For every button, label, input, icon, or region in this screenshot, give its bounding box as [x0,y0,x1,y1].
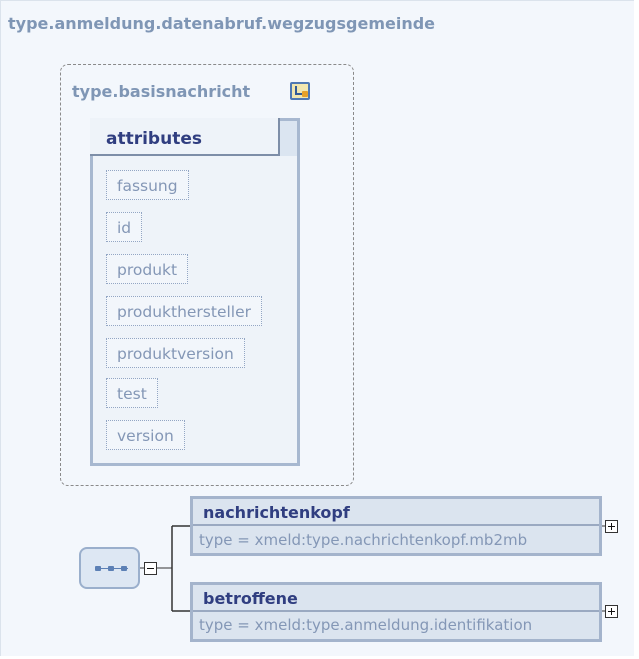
complex-type-title: type.anmeldung.datenabruf.wegzugsgemeind… [8,14,436,33]
attribute-produkt[interactable]: produkt [106,254,189,284]
element-name: nachrichtenkopf [203,503,350,522]
attribute-version[interactable]: version [106,420,185,450]
attribute-produkthersteller[interactable]: produkthersteller [106,296,263,326]
attribute-test[interactable]: test [106,378,158,408]
element-type: type = xmeld:type.anmeldung.identifikati… [199,616,533,634]
divider [193,610,599,612]
attribute-produktversion[interactable]: produktversion [106,338,245,368]
base-type-title[interactable]: type.basisnachricht [72,82,251,101]
element-type: type = xmeld:type.nachrichtenkopf.mb2mb [199,531,528,549]
element-nachrichtenkopf[interactable] [190,496,602,556]
expand-toggle-icon[interactable] [605,605,618,618]
collapse-toggle-icon[interactable] [144,562,157,575]
attributes-header [90,118,280,156]
attribute-fassung[interactable]: fassung [106,170,189,200]
element-name: betroffene [203,589,298,608]
type-reference-icon[interactable] [290,82,310,100]
element-betroffene[interactable] [190,582,602,642]
divider [193,524,599,526]
attribute-id[interactable]: id [106,212,143,242]
expand-toggle-icon[interactable] [605,520,618,533]
attributes-heading: attributes [106,129,202,149]
sequence-icon[interactable] [79,547,140,589]
base-type-extension-box [60,64,354,486]
